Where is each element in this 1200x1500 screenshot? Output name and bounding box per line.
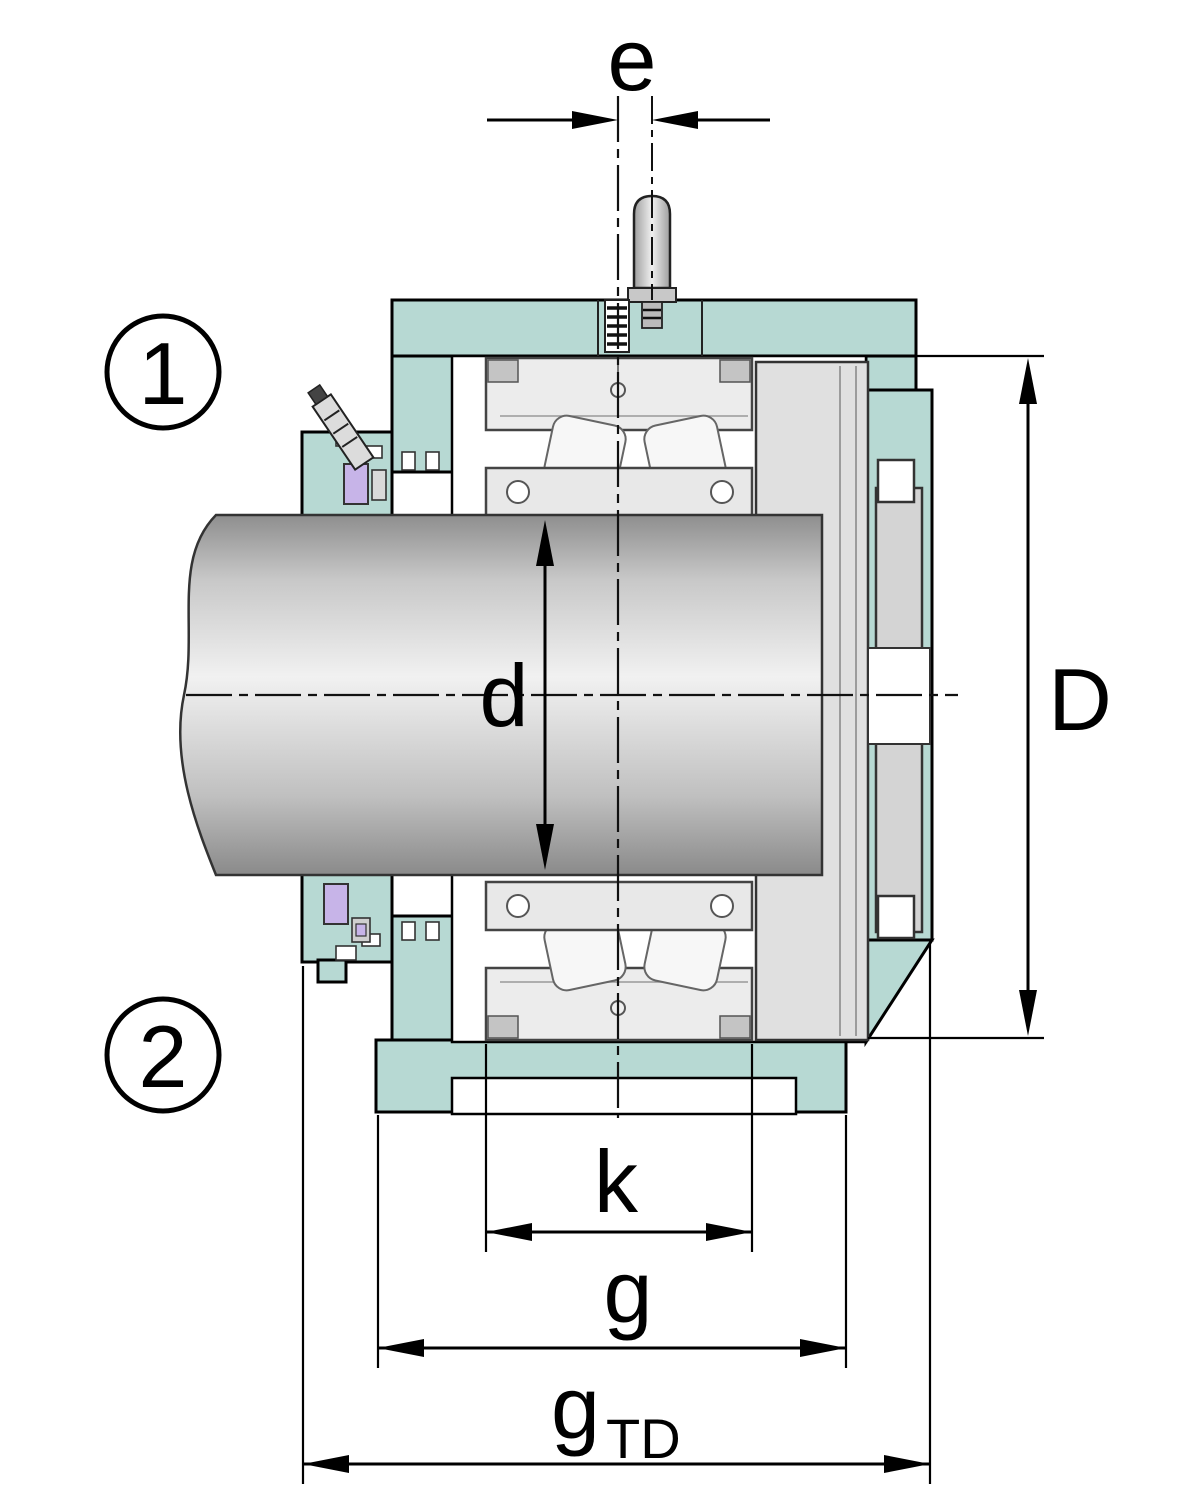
- ring-groove-upper-right: [719, 359, 751, 383]
- flange-notch-upper: [876, 458, 916, 504]
- dimension-label-k: k: [594, 1132, 639, 1231]
- seal-ring-lower: [323, 883, 349, 925]
- cage-rivet-lower-right: [710, 894, 734, 918]
- seal-details-lower: [323, 883, 440, 961]
- cage-rivet-lower-left: [506, 894, 530, 918]
- flange-notch-lower: [876, 894, 916, 940]
- dimension-label-e: e: [608, 10, 657, 109]
- dimension-label-g: g: [604, 1242, 653, 1341]
- dim-D: [868, 354, 1044, 1040]
- callout-2: 2: [104, 996, 222, 1114]
- callout-1-label: 1: [139, 324, 188, 423]
- dimension-label-g-td: g TD: [551, 1358, 681, 1470]
- housing-right-flange-foot: [864, 938, 935, 1048]
- dim-d: [536, 520, 554, 870]
- dimensions: [301, 111, 1044, 1484]
- g-td-base: g: [551, 1358, 600, 1457]
- cage-rivet-upper-right: [710, 480, 734, 504]
- dimension-label-D: D: [1048, 650, 1112, 749]
- ring-groove-lower-right: [719, 1015, 751, 1039]
- callout-1: 1: [104, 313, 222, 431]
- locating-screw: [307, 383, 375, 472]
- housing-right-step: [864, 354, 918, 392]
- cage-rivet-upper-left: [506, 480, 530, 504]
- dim-e: [487, 111, 770, 129]
- g-td-subscript: TD: [606, 1407, 681, 1470]
- dim-g: [376, 1115, 848, 1368]
- dim-k: [484, 1044, 754, 1252]
- callout-2-circle: [104, 996, 222, 1114]
- end-cover-plate: [867, 458, 931, 940]
- callout-1-circle: [104, 313, 222, 431]
- seal-insert-lower: [355, 923, 367, 937]
- base-arch-recess: [450, 1076, 798, 1116]
- seal-details-upper: [307, 383, 440, 505]
- dimension-label-d: d: [480, 646, 529, 745]
- ring-groove-lower-left: [487, 1015, 519, 1039]
- dim-g-td: [301, 944, 932, 1484]
- ring-groove-upper-left: [487, 359, 519, 383]
- grease-nipple-thread: [641, 301, 663, 329]
- callout-2-label: 2: [139, 1007, 188, 1106]
- seal-carrier-lower-lip: [316, 958, 348, 984]
- centerlines: [186, 96, 958, 1118]
- cap-boss-lines: [597, 300, 703, 356]
